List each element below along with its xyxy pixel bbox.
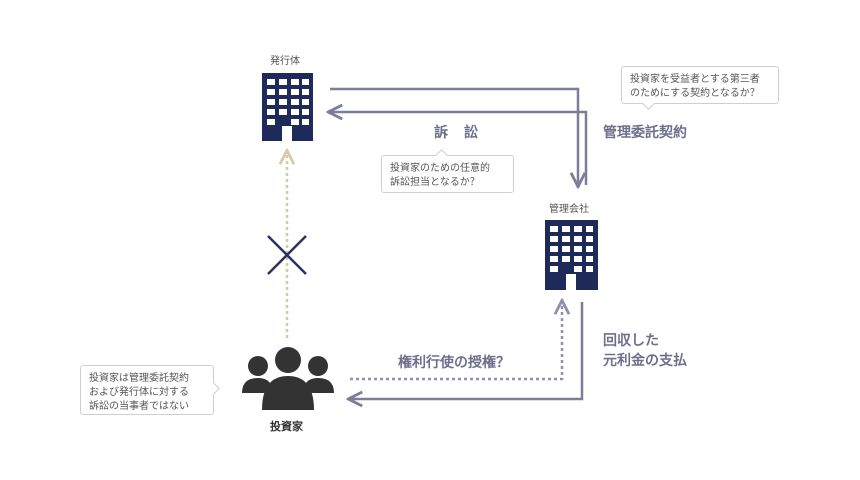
mgmt-contract-label: 管理委託契約 — [603, 125, 687, 141]
bubble-line: 投資家は管理委託契約 — [89, 373, 189, 384]
contract-arrow — [330, 87, 578, 185]
authorization-label: 権利行使の授権？ — [398, 355, 510, 371]
bubble-line: 投資家を受益者とする第三者 — [630, 74, 760, 85]
bubble-line: 訴訟担当となるか？ — [390, 177, 480, 188]
issuer-building-icon — [262, 73, 313, 141]
mgmt-contract-arrows — [330, 87, 588, 185]
issuer-label: 発行体 — [270, 56, 300, 67]
contract-question-bubble: 投資家を受益者とする第三者 のためにする契約となるか？ — [621, 66, 779, 110]
collected-label-line2: 元利金の支払 — [603, 353, 687, 369]
collected-label-line1: 回収した — [603, 333, 659, 349]
bubble-line: のためにする契約となるか？ — [630, 88, 760, 99]
cross-mark-icon — [267, 235, 307, 275]
manager-building-icon — [545, 220, 598, 290]
payment-arrow — [350, 302, 584, 399]
bubble-line: 投資家のための任意的 — [390, 163, 490, 174]
manager-label: 管理会社 — [549, 204, 589, 215]
investor-note-bubble: 投資家は管理委託契約 および発行体に対する 訴訟の当事者ではない — [80, 365, 220, 415]
authorization-arrow — [350, 302, 562, 381]
bubble-line: および発行体に対する — [89, 387, 189, 398]
bubble-line: 訴訟の当事者ではない — [89, 401, 189, 412]
lawsuit-question-bubble: 投資家のための任意的 訴訟担当となるか？ — [381, 149, 514, 193]
investors-label: 投資家 — [270, 420, 303, 433]
lawsuit-label: 訴 訟 — [434, 125, 479, 141]
investors-people-icon — [242, 347, 334, 410]
lawsuit-arrow — [330, 112, 588, 185]
